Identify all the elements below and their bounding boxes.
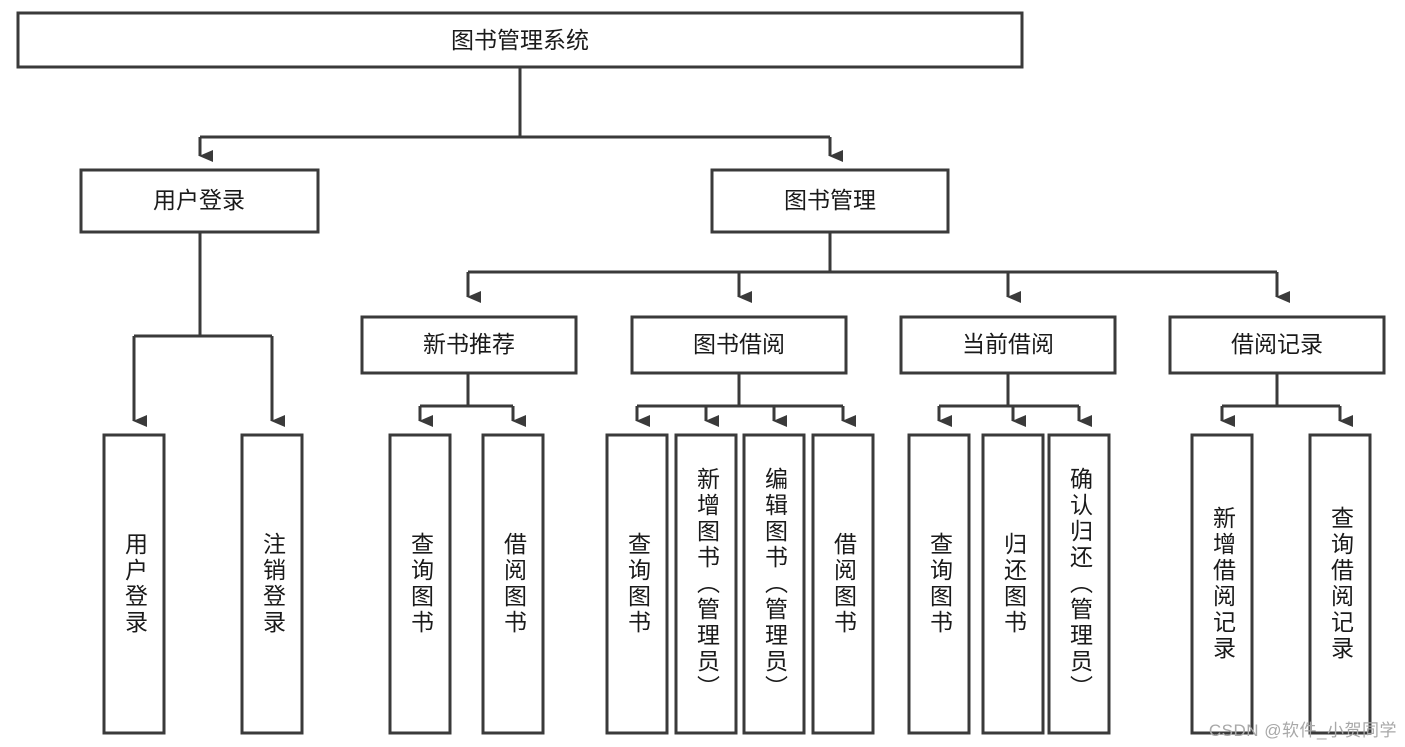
leaf-boxes	[102, 433, 1372, 735]
node-book-manage[interactable]: 图书管理	[710, 168, 950, 234]
node-root-label: 图书管理系统	[451, 27, 589, 53]
node-new-book-recommend-label: 新书推荐	[423, 331, 515, 357]
node-book-borrow[interactable]: 图书借阅	[630, 315, 848, 375]
node-new-book-recommend[interactable]: 新书推荐	[360, 315, 578, 375]
node-current-borrow[interactable]: 当前借阅	[899, 315, 1117, 375]
connector-group-root	[198, 67, 843, 162]
node-root[interactable]: 图书管理系统	[16, 11, 1024, 69]
node-leaf-query-book-2-box[interactable]	[605, 433, 669, 735]
node-current-borrow-label: 当前借阅	[962, 331, 1054, 357]
connector-group-new-book-recommend	[418, 373, 526, 427]
connector-group-book-manage	[466, 232, 1290, 303]
node-borrow-record-label: 借阅记录	[1231, 331, 1323, 357]
node-leaf-return-book-box[interactable]	[981, 433, 1045, 735]
node-book-manage-box[interactable]	[710, 168, 950, 234]
node-current-borrow-box[interactable]	[899, 315, 1117, 375]
node-leaf-user-login-box[interactable]	[102, 433, 166, 735]
node-book-borrow-box[interactable]	[630, 315, 848, 375]
node-leaf-query-record-box[interactable]	[1308, 433, 1372, 735]
node-leaf-edit-book-box[interactable]	[742, 433, 806, 735]
node-root-box[interactable]	[16, 11, 1024, 69]
node-book-manage-label: 图书管理	[784, 187, 876, 213]
node-leaf-add-record-box[interactable]	[1190, 433, 1254, 735]
node-leaf-logout-box[interactable]	[240, 433, 304, 735]
node-leaf-add-book-box[interactable]	[674, 433, 738, 735]
node-leaf-confirm-return-box[interactable]	[1047, 433, 1111, 735]
node-leaf-borrow-book-2-box[interactable]	[811, 433, 875, 735]
node-borrow-record[interactable]: 借阅记录	[1168, 315, 1386, 375]
node-user-login[interactable]: 用户登录	[79, 168, 320, 234]
node-leaf-query-book-1-box[interactable]	[388, 433, 452, 735]
node-book-borrow-label: 图书借阅	[693, 331, 785, 357]
connector-group-book-borrow	[635, 373, 856, 427]
node-leaf-query-book-3-box[interactable]	[907, 433, 971, 735]
connector-group-current-borrow	[937, 373, 1092, 427]
connector-group-borrow-record	[1220, 373, 1353, 427]
csdn-watermark: CSDN @软件_小贺同学	[1208, 721, 1397, 740]
node-new-book-recommend-box[interactable]	[360, 315, 578, 375]
node-borrow-record-box[interactable]	[1168, 315, 1386, 375]
node-user-login-label: 用户登录	[153, 187, 245, 213]
node-leaf-borrow-book-1-box[interactable]	[481, 433, 545, 735]
connector-group-user-login	[132, 232, 285, 427]
node-user-login-box[interactable]	[79, 168, 320, 234]
